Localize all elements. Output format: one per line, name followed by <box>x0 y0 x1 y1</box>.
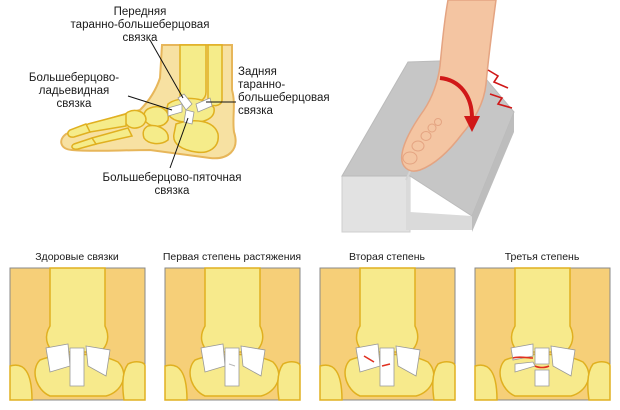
navicular-bone <box>143 106 169 127</box>
partial-tear-mark <box>363 355 375 363</box>
label-tibiocalcaneal: Большеберцово-пяточная связка <box>102 172 242 197</box>
step-upper-front <box>406 176 472 230</box>
partial-tear-mark <box>381 363 391 367</box>
rupture-mark <box>534 365 550 369</box>
leader-line <box>127 95 173 111</box>
tibionavicular-ligament <box>167 103 183 117</box>
stage-caption-2: Первая степень растяжения <box>162 251 302 263</box>
twist-arrow-head <box>464 116 480 132</box>
cuboid-bone <box>142 124 169 145</box>
toe <box>434 118 442 126</box>
stage-caption-4: Третья степень <box>504 251 580 263</box>
label-tibionavicular: Большеберцово- ладьевидная связка <box>28 72 120 110</box>
step-block-front <box>341 175 411 233</box>
leader-line <box>169 117 189 169</box>
toe <box>427 123 437 133</box>
rupture-mark <box>512 356 534 359</box>
stage-panel-1 <box>9 267 146 401</box>
stage-caption-1: Здоровые связки <box>35 251 119 263</box>
stage-caption-3: Вторая степень <box>348 251 426 263</box>
tibiocalcaneal-ligament <box>183 109 195 125</box>
toe <box>402 151 418 165</box>
toe <box>420 131 432 141</box>
stage-panel-2 <box>164 267 301 401</box>
fibula-bone <box>207 44 223 107</box>
twist-arrow <box>439 76 474 119</box>
label-anterior-talotibial: Передняя таранно-большеберцовая связка <box>70 6 210 44</box>
phalanx-bone <box>71 137 98 150</box>
stage-panel-4 <box>474 267 611 401</box>
pain-mark-icon <box>489 93 513 109</box>
label-posterior-talotibial: Задняя таранно- большеберцовая связка <box>238 66 330 117</box>
leader-line <box>149 39 184 99</box>
stage-panel-3 <box>319 267 456 401</box>
cuneiform-bone <box>122 109 147 129</box>
calcaneus-bone <box>173 120 219 154</box>
pain-mark-icon <box>487 69 509 89</box>
phalanx-bone <box>67 123 92 138</box>
toe <box>411 140 425 152</box>
twisted-leg <box>400 0 497 172</box>
step-block-side <box>472 112 514 232</box>
